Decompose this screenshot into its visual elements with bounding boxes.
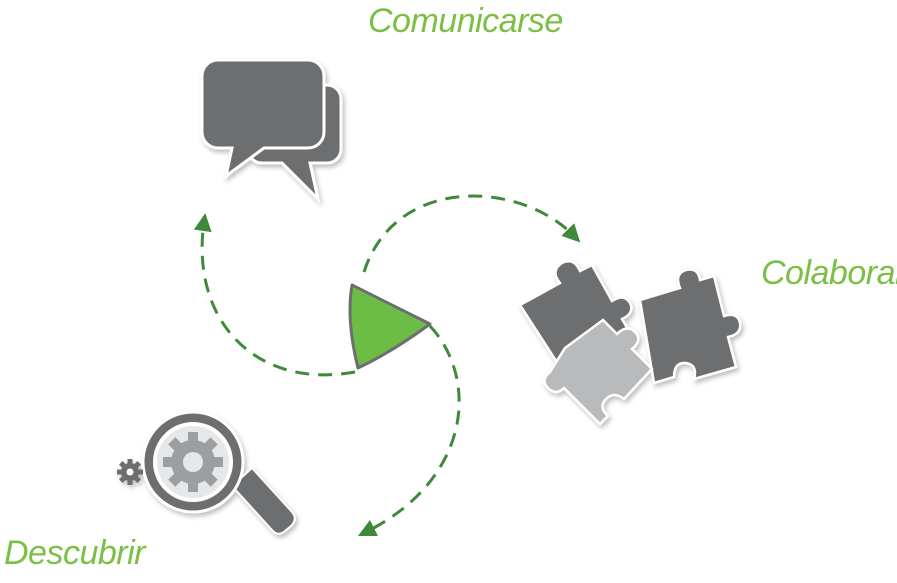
- arrow-to-colaborar: [362, 194, 581, 273]
- center-triangle: [348, 283, 432, 370]
- arrow-to-comunicarse: [193, 213, 356, 377]
- label-comunicarse: Comunicarse: [368, 2, 563, 40]
- puzzle-pieces-icon: [518, 260, 742, 426]
- magnifier-gear-icon: [117, 410, 296, 535]
- cycle-arrows: [193, 194, 581, 537]
- arrow-to-descubrir: [357, 324, 461, 537]
- speech-bubbles-icon: [200, 58, 343, 204]
- label-colaborar: Colaborar: [761, 254, 897, 292]
- label-descubrir: Descubrir: [4, 534, 145, 572]
